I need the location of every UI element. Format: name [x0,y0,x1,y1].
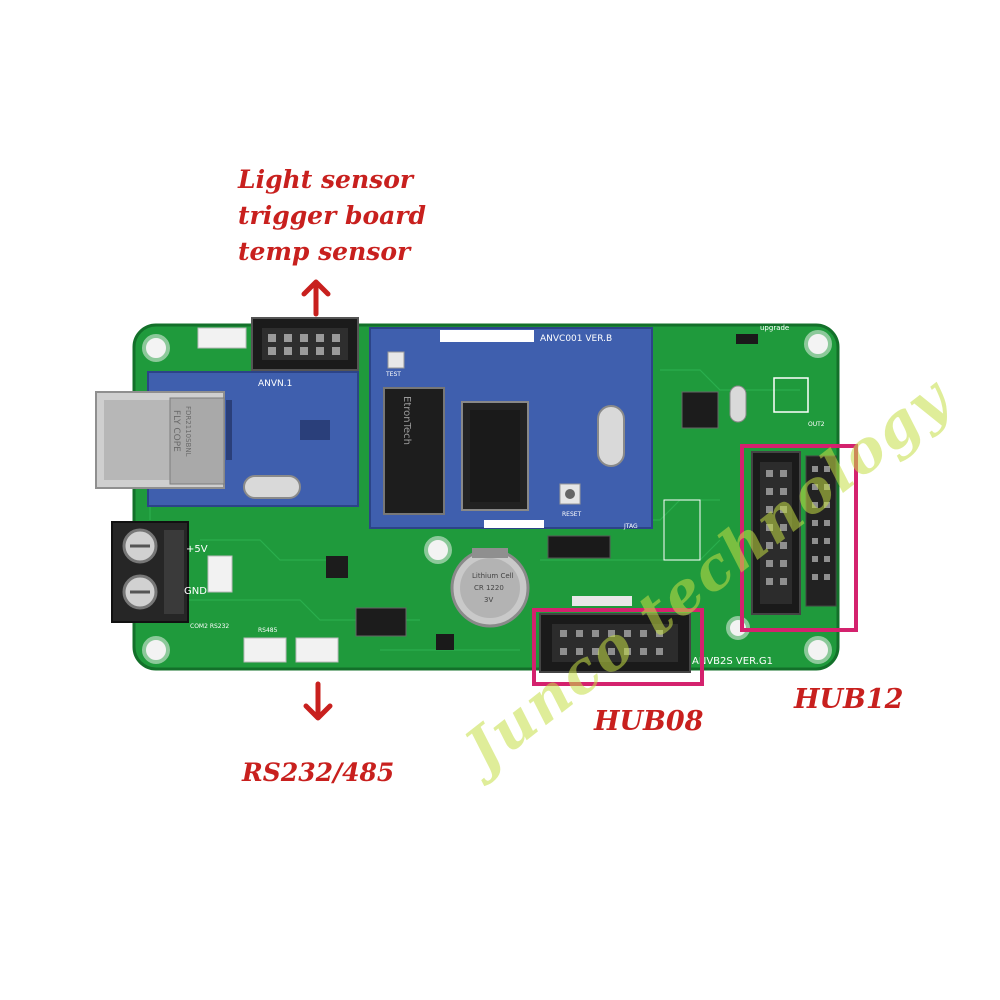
battery-line-2: CR 1220 [474,584,504,592]
battery-cell [450,548,530,628]
rj45-jack: FLY COPE FDR2110SBNL [95,391,225,489]
temp-sensor-label: temp sensor [238,237,411,266]
crystal-x1 [243,475,301,499]
hub08-highlight-box [532,608,704,686]
crystal-main [729,385,747,423]
jtag-label: JTAG [623,523,638,530]
light-sensor-label: Light sensor [238,165,414,194]
reset-label: RESET [562,511,582,518]
network-module-label: ANVN.1 [258,379,292,389]
board-name-label: ANVB2S VER.G1 [692,656,773,667]
rj45-part-text: FDR2110SBNL [184,406,192,457]
rs232-485-label: RS232/485 [242,758,395,787]
com-label: COM2 RS232 [190,623,229,630]
sdram-chip [383,387,445,515]
test-label: TEST [385,371,401,378]
hub12-label: HUB12 [794,684,904,715]
power-plus-label: +5V [186,544,208,555]
rs232-connector [243,637,287,663]
down-arrow-icon [303,681,333,721]
power-gnd-label: GND [184,586,207,597]
sdram-brand-text: EtronTech [401,396,412,445]
sensor-label-group: Light sensor trigger board temp sensor [238,162,426,270]
trigger-board-label: trigger board [238,201,426,230]
rs485-silk-label: RS485 [258,627,278,634]
white-connector-power [207,555,233,593]
out2-label: OUT2 [808,421,825,428]
core-module-label: ANVC001 VER.B [540,334,612,344]
sensor-header-connector [251,317,359,371]
hub12-highlight-box [740,444,858,632]
power-terminal-block [111,521,189,623]
white-connector-top [197,327,247,349]
battery-line-3: 3V [484,596,493,604]
battery-line-1: Lithium Cell [472,572,514,580]
upgrade-label: upgrade [760,324,789,332]
rj45-brand-text: FLY COPE [171,410,181,452]
hub08-label: HUB08 [594,706,704,737]
rs485-connector [295,637,339,663]
jtag-header [547,535,611,559]
test-button [387,351,405,369]
up-arrow-icon [301,279,331,317]
crystal-module [597,405,625,467]
